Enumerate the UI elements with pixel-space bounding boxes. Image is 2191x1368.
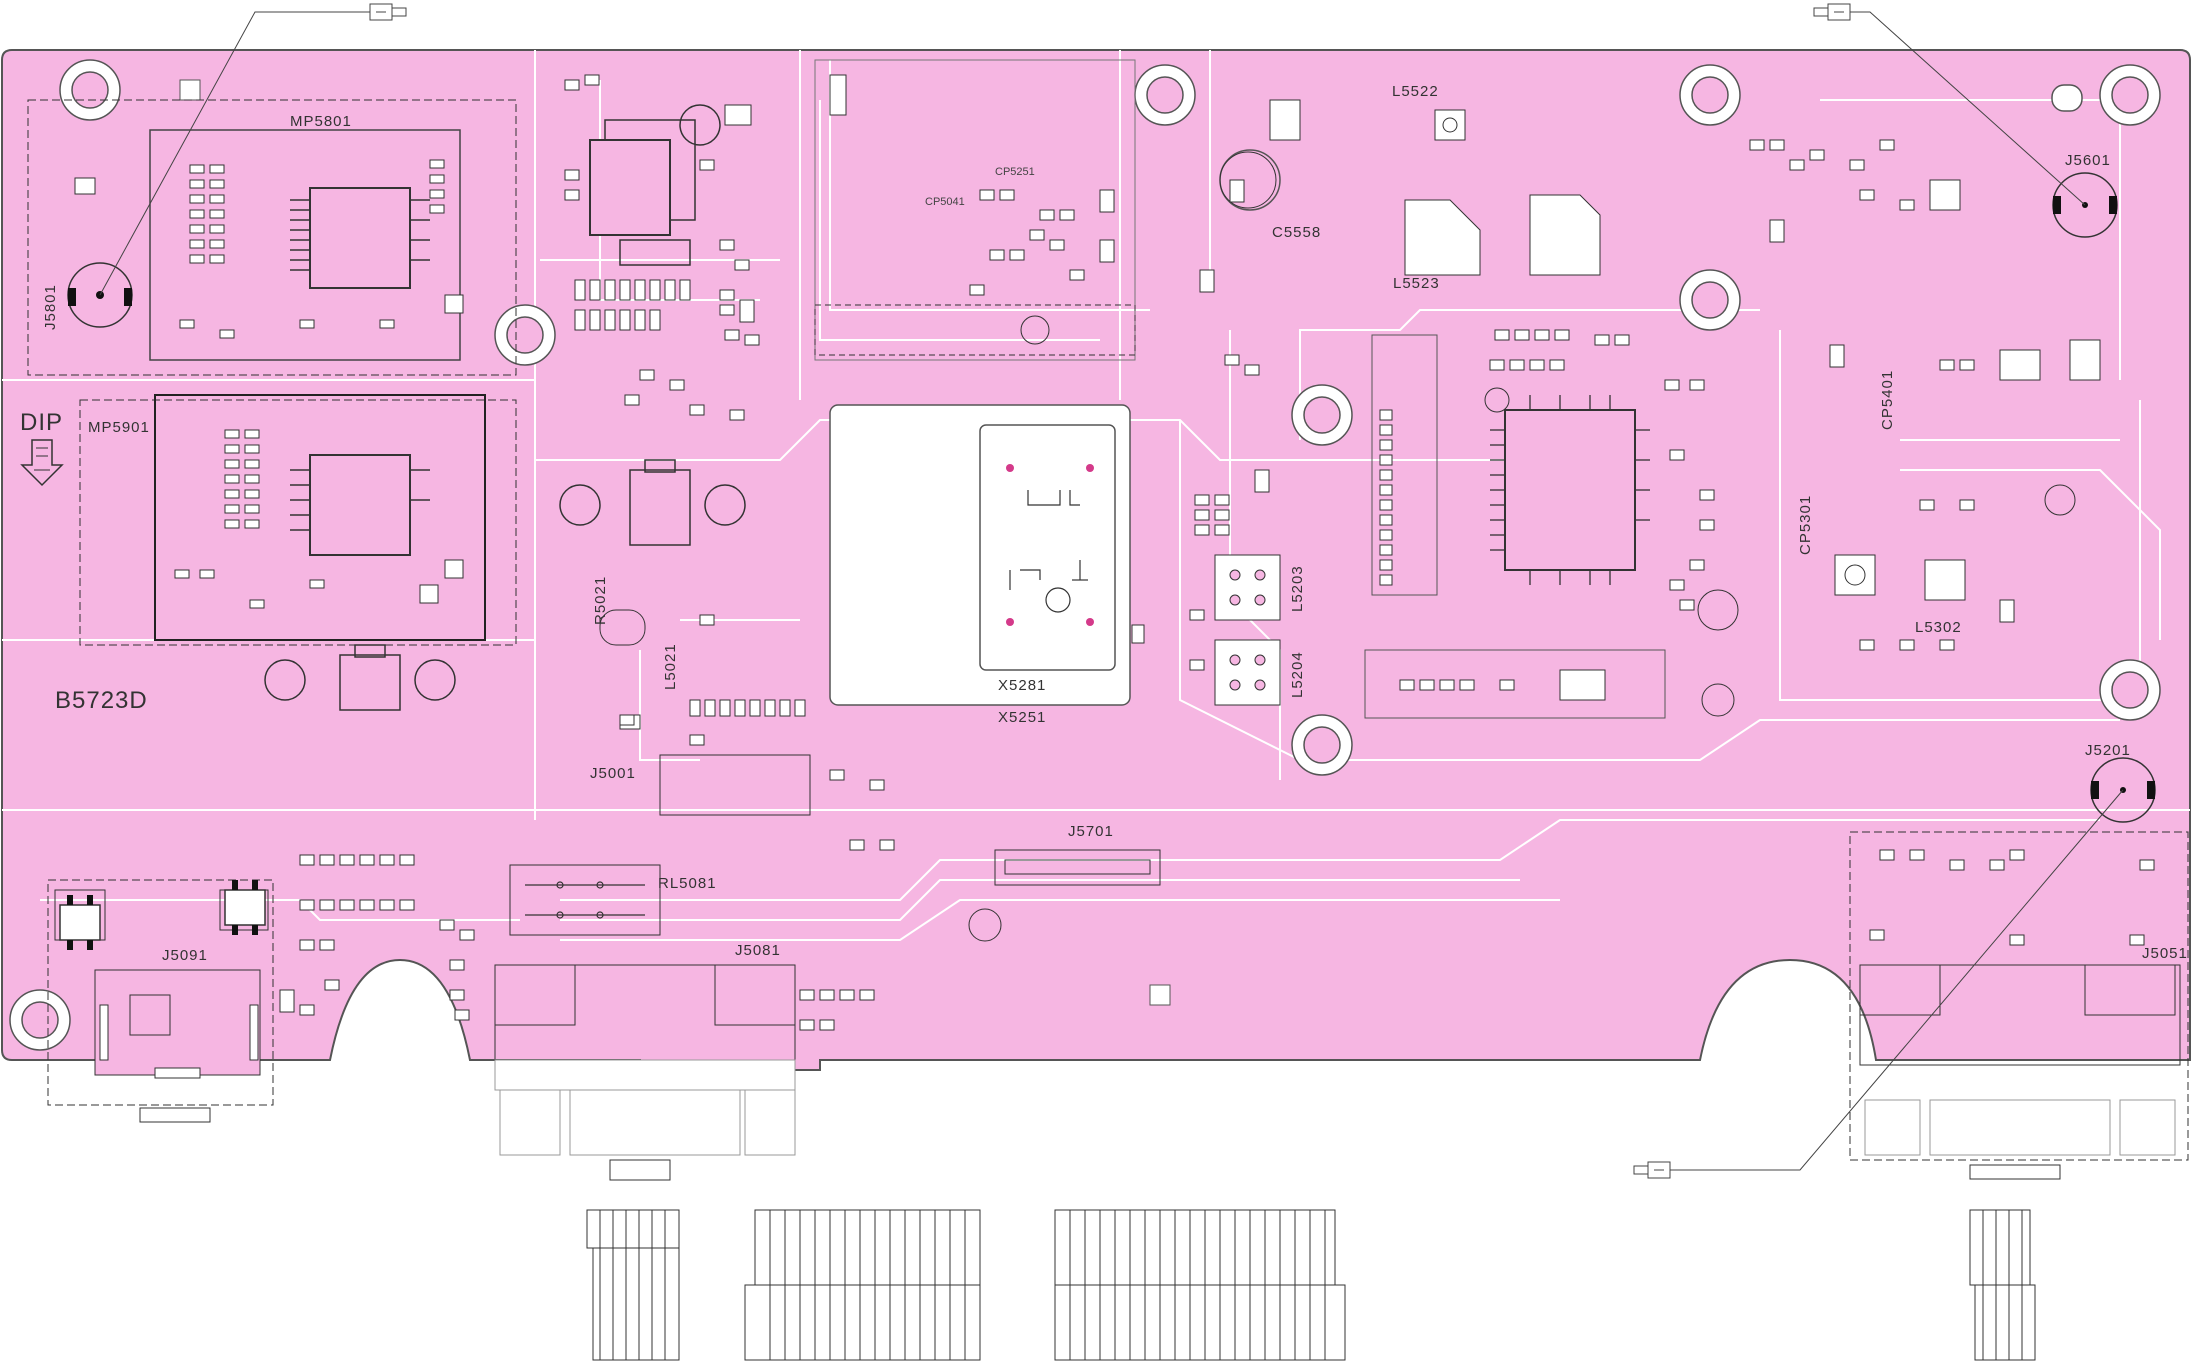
label-j5051: J5051 [2142,945,2188,962]
connector-j5001: J5001 [590,699,811,816]
label-l5204: L5204 [1289,651,1306,698]
dip-marker: DIP [20,409,64,487]
board-name: B5723D [55,687,148,714]
inductors-l5203-l5204: L5203 L5204 [1214,554,1306,706]
label-l5522: L5522 [1392,83,1439,100]
label-x5281: X5281 [998,677,1046,694]
label-l5203: L5203 [1289,565,1306,612]
probe-connector-icon [369,3,407,21]
label-x5251: X5251 [998,709,1046,726]
relay-rl5081: RL5081 [509,864,717,936]
label-cp5251: CP5251 [995,166,1035,178]
label-j5801: J5801 [42,284,59,330]
c5558-l5522-area: C5558 L5522 L5523 [1219,83,1601,292]
right-rf-area: J5601 CP5401 CP5301 L5302 [1749,139,2118,651]
ic5701-area [574,104,752,331]
label-l5021: L5021 [662,643,679,690]
label-r5021: R5021 [592,576,609,625]
connector-j5201: J5201 [2085,742,2156,823]
module-mp5901: MP5901 [79,394,517,646]
probe-leaders [99,11,2124,1171]
label-j5701: J5701 [1068,823,1114,840]
label-mp5801: MP5801 [290,113,352,130]
shield-x5251: X5281 X5251 [829,404,1145,726]
header-strip-1 [586,1209,680,1361]
connector-j5081: J5081 [494,942,796,1181]
label-j5601: J5601 [2065,152,2111,169]
connector-j5701: J5701 [968,823,1161,942]
label-cp5301: CP5301 [1797,495,1814,555]
down-arrow-icon [20,439,64,487]
connector-j5801: J5801 [42,262,133,330]
label-j5201: J5201 [2085,742,2131,759]
label-mp5901: MP5901 [88,419,150,436]
dip-label: DIP [20,409,63,436]
cp5251-area: CP5251 CP5041 [814,59,1136,361]
label-cp5401: CP5401 [1879,370,1896,430]
label-c5558: C5558 [1272,224,1321,241]
module-mp5801: MP5801 [27,99,517,376]
label-cp5041: CP5041 [925,196,965,208]
label-l5523: L5523 [1393,275,1440,292]
label-j5081: J5081 [735,942,781,959]
ic5101-area [1364,334,1739,719]
label-l5302: L5302 [1915,619,1962,636]
header-strip-4 [1969,1209,2036,1361]
label-j5091: J5091 [162,947,208,964]
smd-components [279,74,2155,1031]
header-strip-3 [1054,1209,1346,1361]
label-rl5081: RL5081 [658,875,717,892]
header-strips [586,1209,2036,1361]
label-j5001: J5001 [590,765,636,782]
connector-j5091: J5091 [47,879,274,1123]
r5021-l5021: R5021 L5021 [592,576,679,690]
connector-j5051: J5051 [1849,831,2189,1180]
ic5084-ic5085 [59,880,266,950]
header-strip-2 [744,1209,981,1361]
probe-connector-icon [1633,1161,1671,1179]
probe-connector-icon [1813,3,1851,21]
